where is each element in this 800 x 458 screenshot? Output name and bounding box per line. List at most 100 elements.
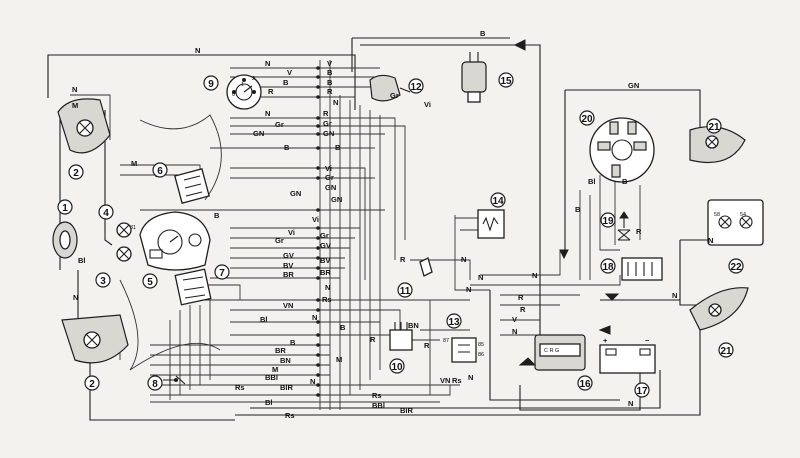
- badge-9: 9: [203, 75, 219, 91]
- wire-label: M: [272, 365, 278, 374]
- badge-13: 13: [446, 313, 462, 329]
- wire-label: Gr: [275, 120, 284, 129]
- badge-19: 19: [600, 212, 616, 228]
- wire-label: R: [424, 341, 430, 350]
- wire-label: Vi: [325, 164, 332, 173]
- handlebar-outline: [119, 114, 222, 371]
- wire-label: VN: [283, 301, 293, 310]
- wire-label: N: [265, 59, 270, 68]
- badge-14: 14: [490, 192, 506, 208]
- alternator-20: [589, 117, 655, 183]
- wire-label: R: [268, 87, 274, 96]
- svg-text:19: 19: [602, 216, 614, 227]
- svg-text:13: 13: [448, 317, 460, 328]
- wire-label: N: [265, 109, 270, 118]
- wire-label: BV: [320, 256, 330, 265]
- badge-5: 5: [142, 273, 158, 289]
- wire-label: Gr: [390, 91, 399, 100]
- svg-text:C R G: C R G: [544, 348, 559, 354]
- svg-text:1: 1: [62, 203, 68, 214]
- wire-label: GV: [283, 251, 294, 260]
- badge-22: 22: [728, 258, 744, 274]
- rear-indicator-lower: [689, 287, 749, 331]
- wire-label: B: [622, 177, 628, 186]
- svg-text:85: 85: [478, 342, 484, 348]
- badge-4: 4: [98, 204, 114, 220]
- svg-text:14: 14: [492, 196, 504, 207]
- relay-13: [451, 337, 477, 363]
- wire-label: Gr: [323, 119, 332, 128]
- wire-label: N: [72, 85, 77, 94]
- badge-20: 20: [579, 110, 595, 126]
- wire-label: Rs: [235, 383, 245, 392]
- wire-label: N: [478, 273, 483, 282]
- indicator-lamp-3: [116, 246, 132, 262]
- svg-text:31: 31: [130, 225, 136, 231]
- svg-text:2: 2: [252, 76, 255, 82]
- svg-text:18: 18: [602, 262, 614, 273]
- badge-7: 7: [214, 264, 230, 280]
- wire-label: N: [532, 271, 537, 280]
- wire-label: R: [520, 305, 526, 314]
- badge-12: 12: [408, 78, 424, 94]
- wire-label: GN: [253, 129, 264, 138]
- svg-text:6: 6: [157, 166, 163, 177]
- badge-2-lower: 2: [84, 375, 100, 391]
- wire-label: Bl: [78, 256, 86, 265]
- badge-15: 15: [498, 72, 514, 88]
- badge-3: 3: [95, 272, 111, 288]
- badge-17: 17: [634, 382, 650, 398]
- brake-switch-12: [369, 74, 411, 102]
- wire-label: BN: [408, 321, 419, 330]
- diode-19: [617, 211, 631, 241]
- svg-text:4: 4: [103, 208, 109, 219]
- component-badges: 1 2 2 3 4 5 6 7 8 9 10 11 12 13 14 15 16…: [57, 72, 744, 398]
- wire-label: M: [72, 101, 78, 110]
- wire-label: BBl: [265, 373, 278, 382]
- connector-block-wires: [70, 60, 641, 410]
- wire-label: Rs: [322, 295, 332, 304]
- badge-10: 10: [389, 358, 405, 374]
- wire-label: B: [284, 143, 290, 152]
- badge-1: 1: [57, 199, 73, 215]
- speedometer-cluster: [139, 211, 211, 271]
- ground-arrows: [513, 39, 620, 335]
- svg-text:22: 22: [730, 262, 742, 273]
- wire-label: GN: [628, 81, 639, 90]
- wire-label: Gr: [320, 231, 329, 240]
- badge-11: 11: [397, 282, 413, 298]
- wire-label: V: [512, 315, 517, 324]
- wire-label: N: [73, 293, 78, 302]
- wire-label: V: [327, 59, 332, 68]
- svg-text:12: 12: [410, 82, 422, 93]
- switch-7: [174, 268, 212, 306]
- wire-label: BlR: [400, 406, 414, 415]
- wire-labels: N B GN BlR Rs N N V B R V B B R N Gr GN …: [72, 29, 713, 420]
- wire-label: N: [512, 327, 517, 336]
- wire-label: B: [283, 78, 289, 87]
- flasher-10: [389, 322, 413, 351]
- wire-label: B: [480, 29, 486, 38]
- wire-label: Vi: [288, 228, 295, 237]
- wire-label: M: [131, 159, 137, 168]
- wire-label: Bl: [588, 177, 596, 186]
- svg-text:86: 86: [478, 352, 484, 358]
- wire-label: N: [466, 285, 471, 294]
- svg-text:9: 9: [208, 79, 214, 90]
- wire-label: N: [310, 377, 315, 386]
- svg-text:11: 11: [400, 286, 411, 297]
- wire-label: N: [672, 291, 677, 300]
- indicator-lamp-4: [116, 222, 132, 238]
- svg-text:16: 16: [579, 379, 591, 390]
- wire-label: GN: [325, 183, 336, 192]
- svg-text:54: 54: [740, 212, 746, 218]
- wire-label: M: [336, 355, 342, 364]
- headlight-lower: [61, 314, 129, 364]
- wire-label: N: [628, 399, 633, 408]
- wire-label: Rs: [285, 411, 295, 420]
- ignition-switch-9: [226, 74, 262, 110]
- badge-16: 16: [577, 375, 593, 391]
- wire-label: GN: [331, 195, 342, 204]
- wire-label: R: [400, 255, 406, 264]
- wire-label: N: [468, 373, 473, 382]
